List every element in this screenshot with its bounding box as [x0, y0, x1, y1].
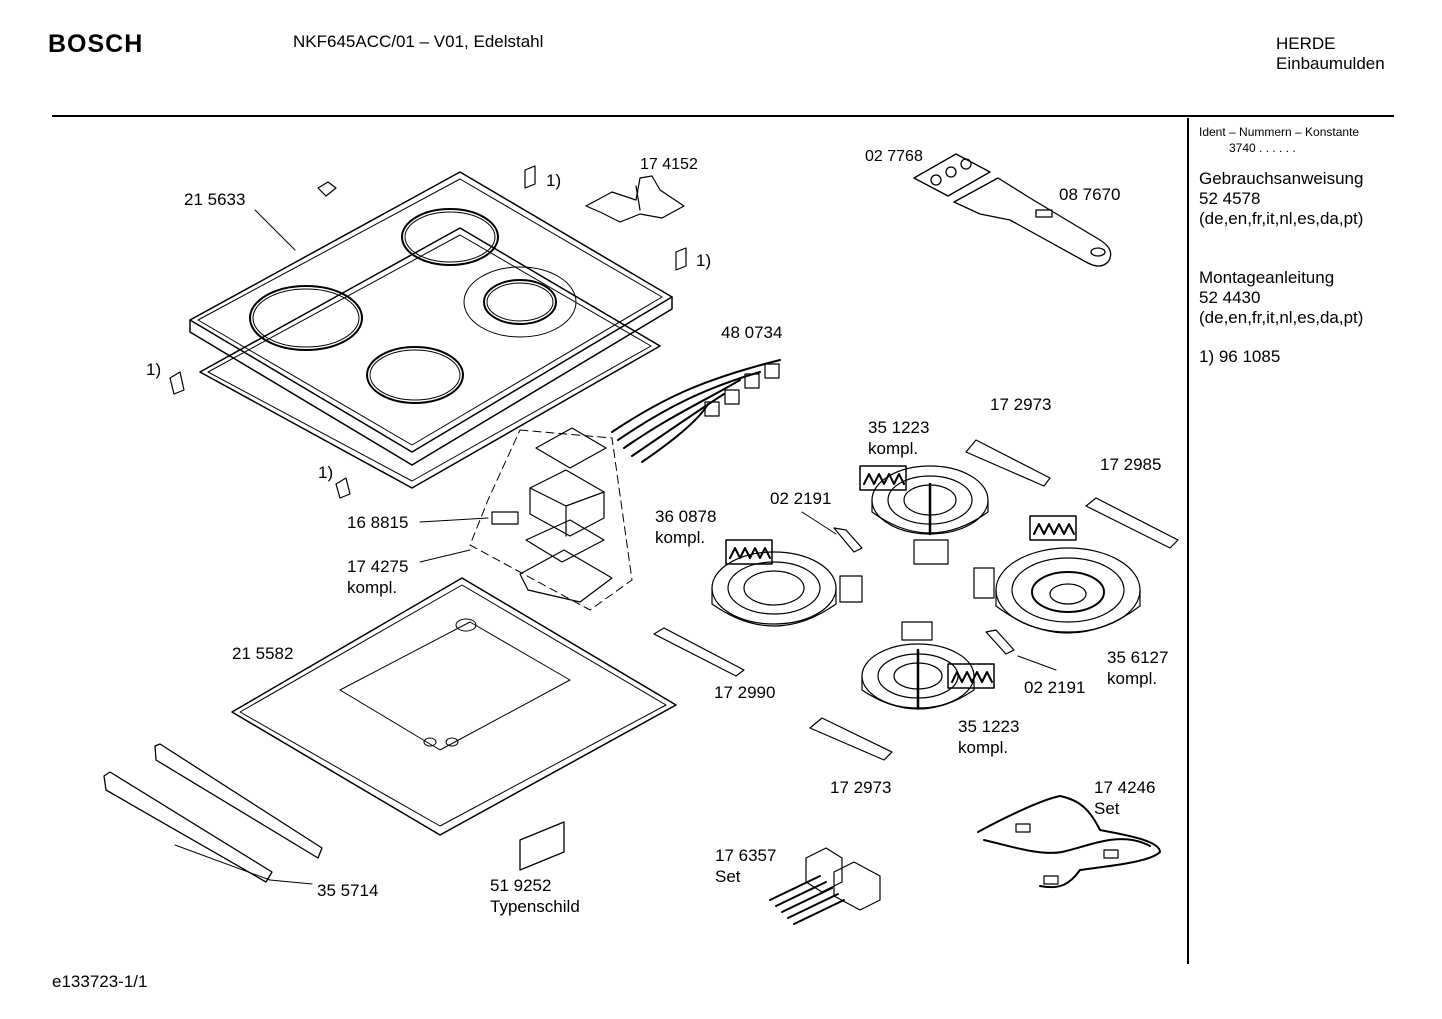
heating-element-351223-bottom [861, 621, 995, 710]
control-module [469, 427, 633, 611]
label-172973-top: 17 2973 [990, 395, 1052, 414]
mount-title: Montageanleitung [1199, 268, 1335, 287]
label-022191-bottom: 02 2191 [1024, 678, 1086, 697]
manual-title: Gebrauchsanweisung [1199, 169, 1364, 188]
leader-lines [174, 209, 1057, 885]
footnote-marker-d: 1) [318, 463, 334, 482]
ident-title: Ident – Nummern – Konstante [1199, 125, 1360, 139]
label-027768: 02 7768 [865, 148, 923, 165]
footnote: 1) 96 1085 [1199, 347, 1281, 366]
label-172985: 17 2985 [1100, 455, 1162, 474]
base-tray [231, 577, 677, 836]
label-360878: 36 0878 [655, 507, 717, 526]
category-line1: HERDE [1276, 34, 1336, 53]
label-174275-kompl: kompl. [347, 578, 398, 597]
heating-element-356127 [973, 515, 1141, 634]
mounting-rails [103, 743, 323, 883]
manual-langs: (de,en,fr,it,nl,es,da,pt) [1199, 209, 1364, 228]
cooktop-seal [199, 227, 661, 489]
label-519252-typenschild: Typenschild [490, 897, 580, 916]
label-215582: 21 5582 [232, 644, 294, 663]
heating-element-351223-top [859, 465, 989, 565]
heater-set [977, 795, 1161, 889]
label-172973-bottom: 17 2973 [830, 778, 892, 797]
exploded-view-diagram [103, 153, 1179, 925]
bracket-174152 [585, 175, 685, 223]
sidebar-divider [1187, 118, 1189, 964]
scraper-tool [913, 153, 1112, 267]
footnote-marker-b: 1) [696, 251, 712, 270]
label-172990: 17 2990 [714, 683, 776, 702]
label-351223-top: 35 1223 [868, 418, 930, 437]
label-360878-kompl: kompl. [655, 528, 706, 547]
label-351223-bottom-kompl: kompl. [958, 738, 1009, 757]
label-087670: 08 7670 [1059, 185, 1121, 204]
label-176357: 17 6357 [715, 846, 777, 865]
header-divider [52, 115, 1394, 117]
footnote-marker-c: 1) [146, 360, 162, 379]
label-168815: 16 8815 [347, 513, 409, 532]
label-174246-set: Set [1094, 799, 1120, 818]
label-176357-set: Set [715, 867, 741, 886]
category: HERDE Einbaumulden [1276, 34, 1385, 74]
category-line2: Einbaumulden [1276, 54, 1385, 73]
brand-logo: BOSCH [48, 30, 144, 58]
cooktop-glass [189, 171, 673, 466]
label-355714: 35 5714 [317, 881, 379, 900]
retaining-brackets [653, 439, 1179, 761]
ident-value: 3740 . . . . . . [1229, 141, 1296, 155]
label-356127-kompl: kompl. [1107, 669, 1158, 688]
mount-langs: (de,en,fr,it,nl,es,da,pt) [1199, 308, 1364, 327]
label-022191-top: 02 2191 [770, 489, 832, 508]
cable-harness [611, 359, 781, 463]
document-code: e133723-1/1 [52, 972, 148, 991]
label-174152: 17 4152 [640, 156, 698, 173]
manual-number: 52 4578 [1199, 189, 1261, 208]
clip-parts [169, 165, 687, 499]
label-480734: 48 0734 [721, 323, 783, 342]
label-174275: 17 4275 [347, 557, 409, 576]
heating-element-360878 [711, 539, 863, 627]
label-215633: 21 5633 [184, 190, 246, 209]
label-174246: 17 4246 [1094, 778, 1156, 797]
type-plate [519, 821, 565, 871]
connector-set [769, 847, 881, 925]
label-356127: 35 6127 [1107, 648, 1169, 667]
label-519252: 51 9252 [490, 876, 552, 895]
model-title: NKF645ACC/01 – V01, Edelstahl [293, 32, 544, 51]
mount-number: 52 4430 [1199, 288, 1261, 307]
footnote-marker-a: 1) [546, 171, 562, 190]
label-351223-bottom: 35 1223 [958, 717, 1020, 736]
label-351223-top-kompl: kompl. [868, 439, 919, 458]
